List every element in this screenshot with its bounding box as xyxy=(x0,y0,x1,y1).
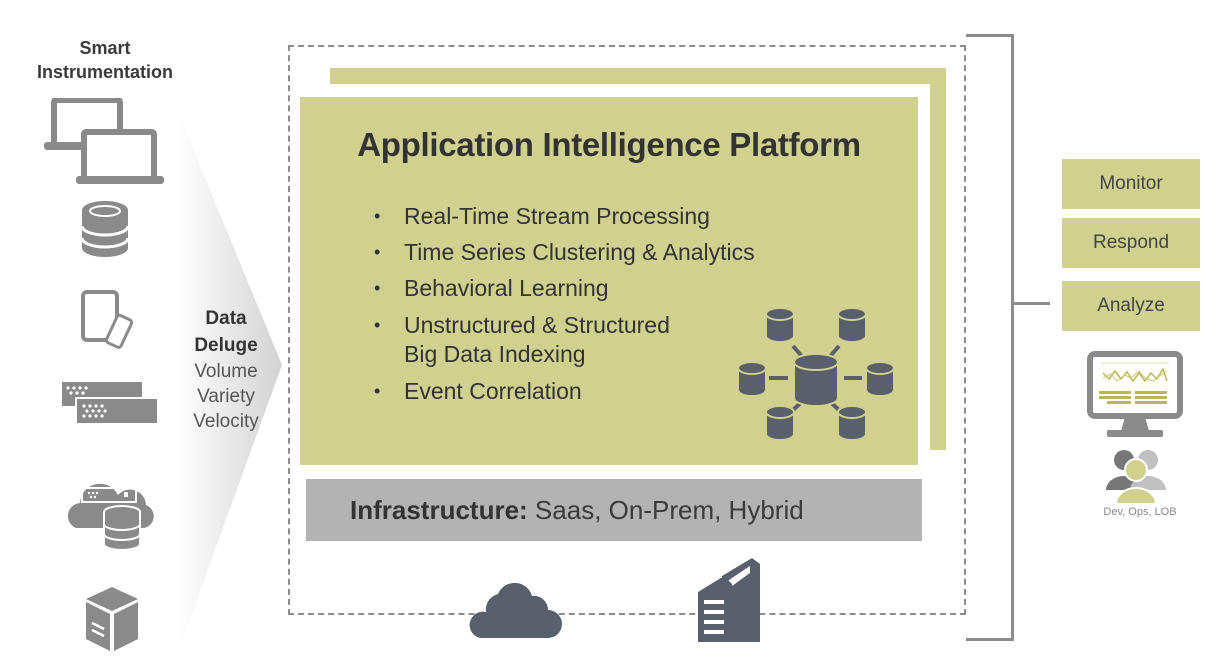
deluge-title-line-1: Data xyxy=(205,308,247,329)
users-caption: Dev, Ops, LOB xyxy=(1103,506,1177,518)
deluge-attribute: Variety xyxy=(197,386,255,407)
infrastructure-value: Saas, On-Prem, Hybrid xyxy=(527,495,804,525)
cloud-server-database-icon xyxy=(67,483,154,551)
dashboard-monitor-icon xyxy=(1087,351,1183,437)
infrastructure-label: Infrastructure: xyxy=(350,495,528,525)
capability-list: Real-Time Stream Processing Time Series … xyxy=(372,203,812,414)
capability-item: Behavioral Learning xyxy=(372,275,812,302)
laptops-icon xyxy=(44,98,164,184)
platform-title: Application Intelligence Platform xyxy=(357,126,861,163)
smart-instrumentation-title: Smart Instrumentation xyxy=(20,36,190,84)
users-group-icon xyxy=(1106,450,1166,505)
infrastructure-band: Infrastructure: Saas, On-Prem, Hybrid xyxy=(306,479,922,541)
data-deluge-label: Data Deluge Volume Variety Velocity xyxy=(176,305,276,434)
cloud-icon xyxy=(469,582,562,638)
bracket-tick xyxy=(1014,302,1050,305)
tablet-phone-icon xyxy=(81,290,134,349)
capability-item: Time Series Clustering & Analytics xyxy=(372,239,812,266)
bracket-connector xyxy=(966,34,1014,641)
analyze-button[interactable]: Analyze xyxy=(1062,281,1200,331)
monitor-button[interactable]: Monitor xyxy=(1062,159,1200,209)
deluge-attribute: Velocity xyxy=(193,411,259,432)
capability-item: Event Correlation xyxy=(372,378,812,405)
platform-boundary xyxy=(288,45,966,615)
database-icon xyxy=(80,201,130,257)
server-box-icon xyxy=(86,587,138,651)
deluge-title-line-2: Deluge xyxy=(194,335,258,356)
building-icon xyxy=(698,558,760,642)
servers-icon xyxy=(62,382,159,425)
capability-item: Real-Time Stream Processing xyxy=(372,203,812,230)
capability-item: Unstructured & Structured Big Data Index… xyxy=(372,311,812,369)
distributed-database-icon xyxy=(737,307,895,441)
respond-button[interactable]: Respond xyxy=(1062,218,1200,268)
title-line-2: Instrumentation xyxy=(36,62,173,82)
deluge-attribute: Volume xyxy=(194,361,258,382)
data-funnel-arrow xyxy=(178,112,282,652)
title-line-1: Smart xyxy=(79,38,131,58)
